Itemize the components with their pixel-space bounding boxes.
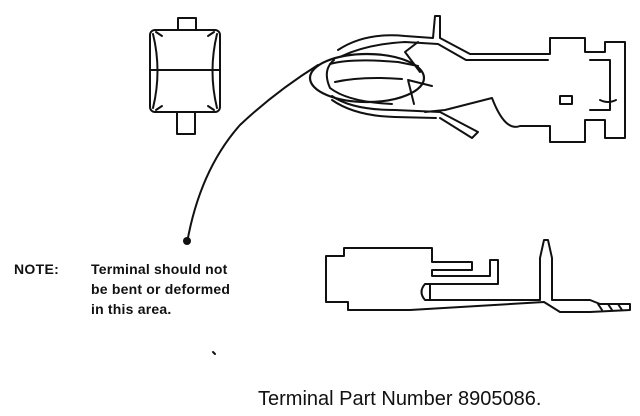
terminal-side-view <box>325 239 631 313</box>
restricted-area-ellipse <box>308 52 426 104</box>
leader-line-end-dot <box>183 237 191 245</box>
stray-mark <box>212 351 216 355</box>
note-line-1: Terminal should not <box>91 261 228 277</box>
note-leader-line <box>186 64 319 244</box>
terminal-top-view <box>325 15 626 143</box>
terminal-end-view <box>149 17 221 135</box>
note-line-2: be bent or deformed <box>91 281 231 297</box>
note-text: Terminal should not be bent or deformed … <box>91 259 281 319</box>
note-line-3: in this area. <box>91 301 172 317</box>
note-label: NOTE: <box>14 261 60 277</box>
part-number-caption: Terminal Part Number 8905086. <box>258 388 542 410</box>
